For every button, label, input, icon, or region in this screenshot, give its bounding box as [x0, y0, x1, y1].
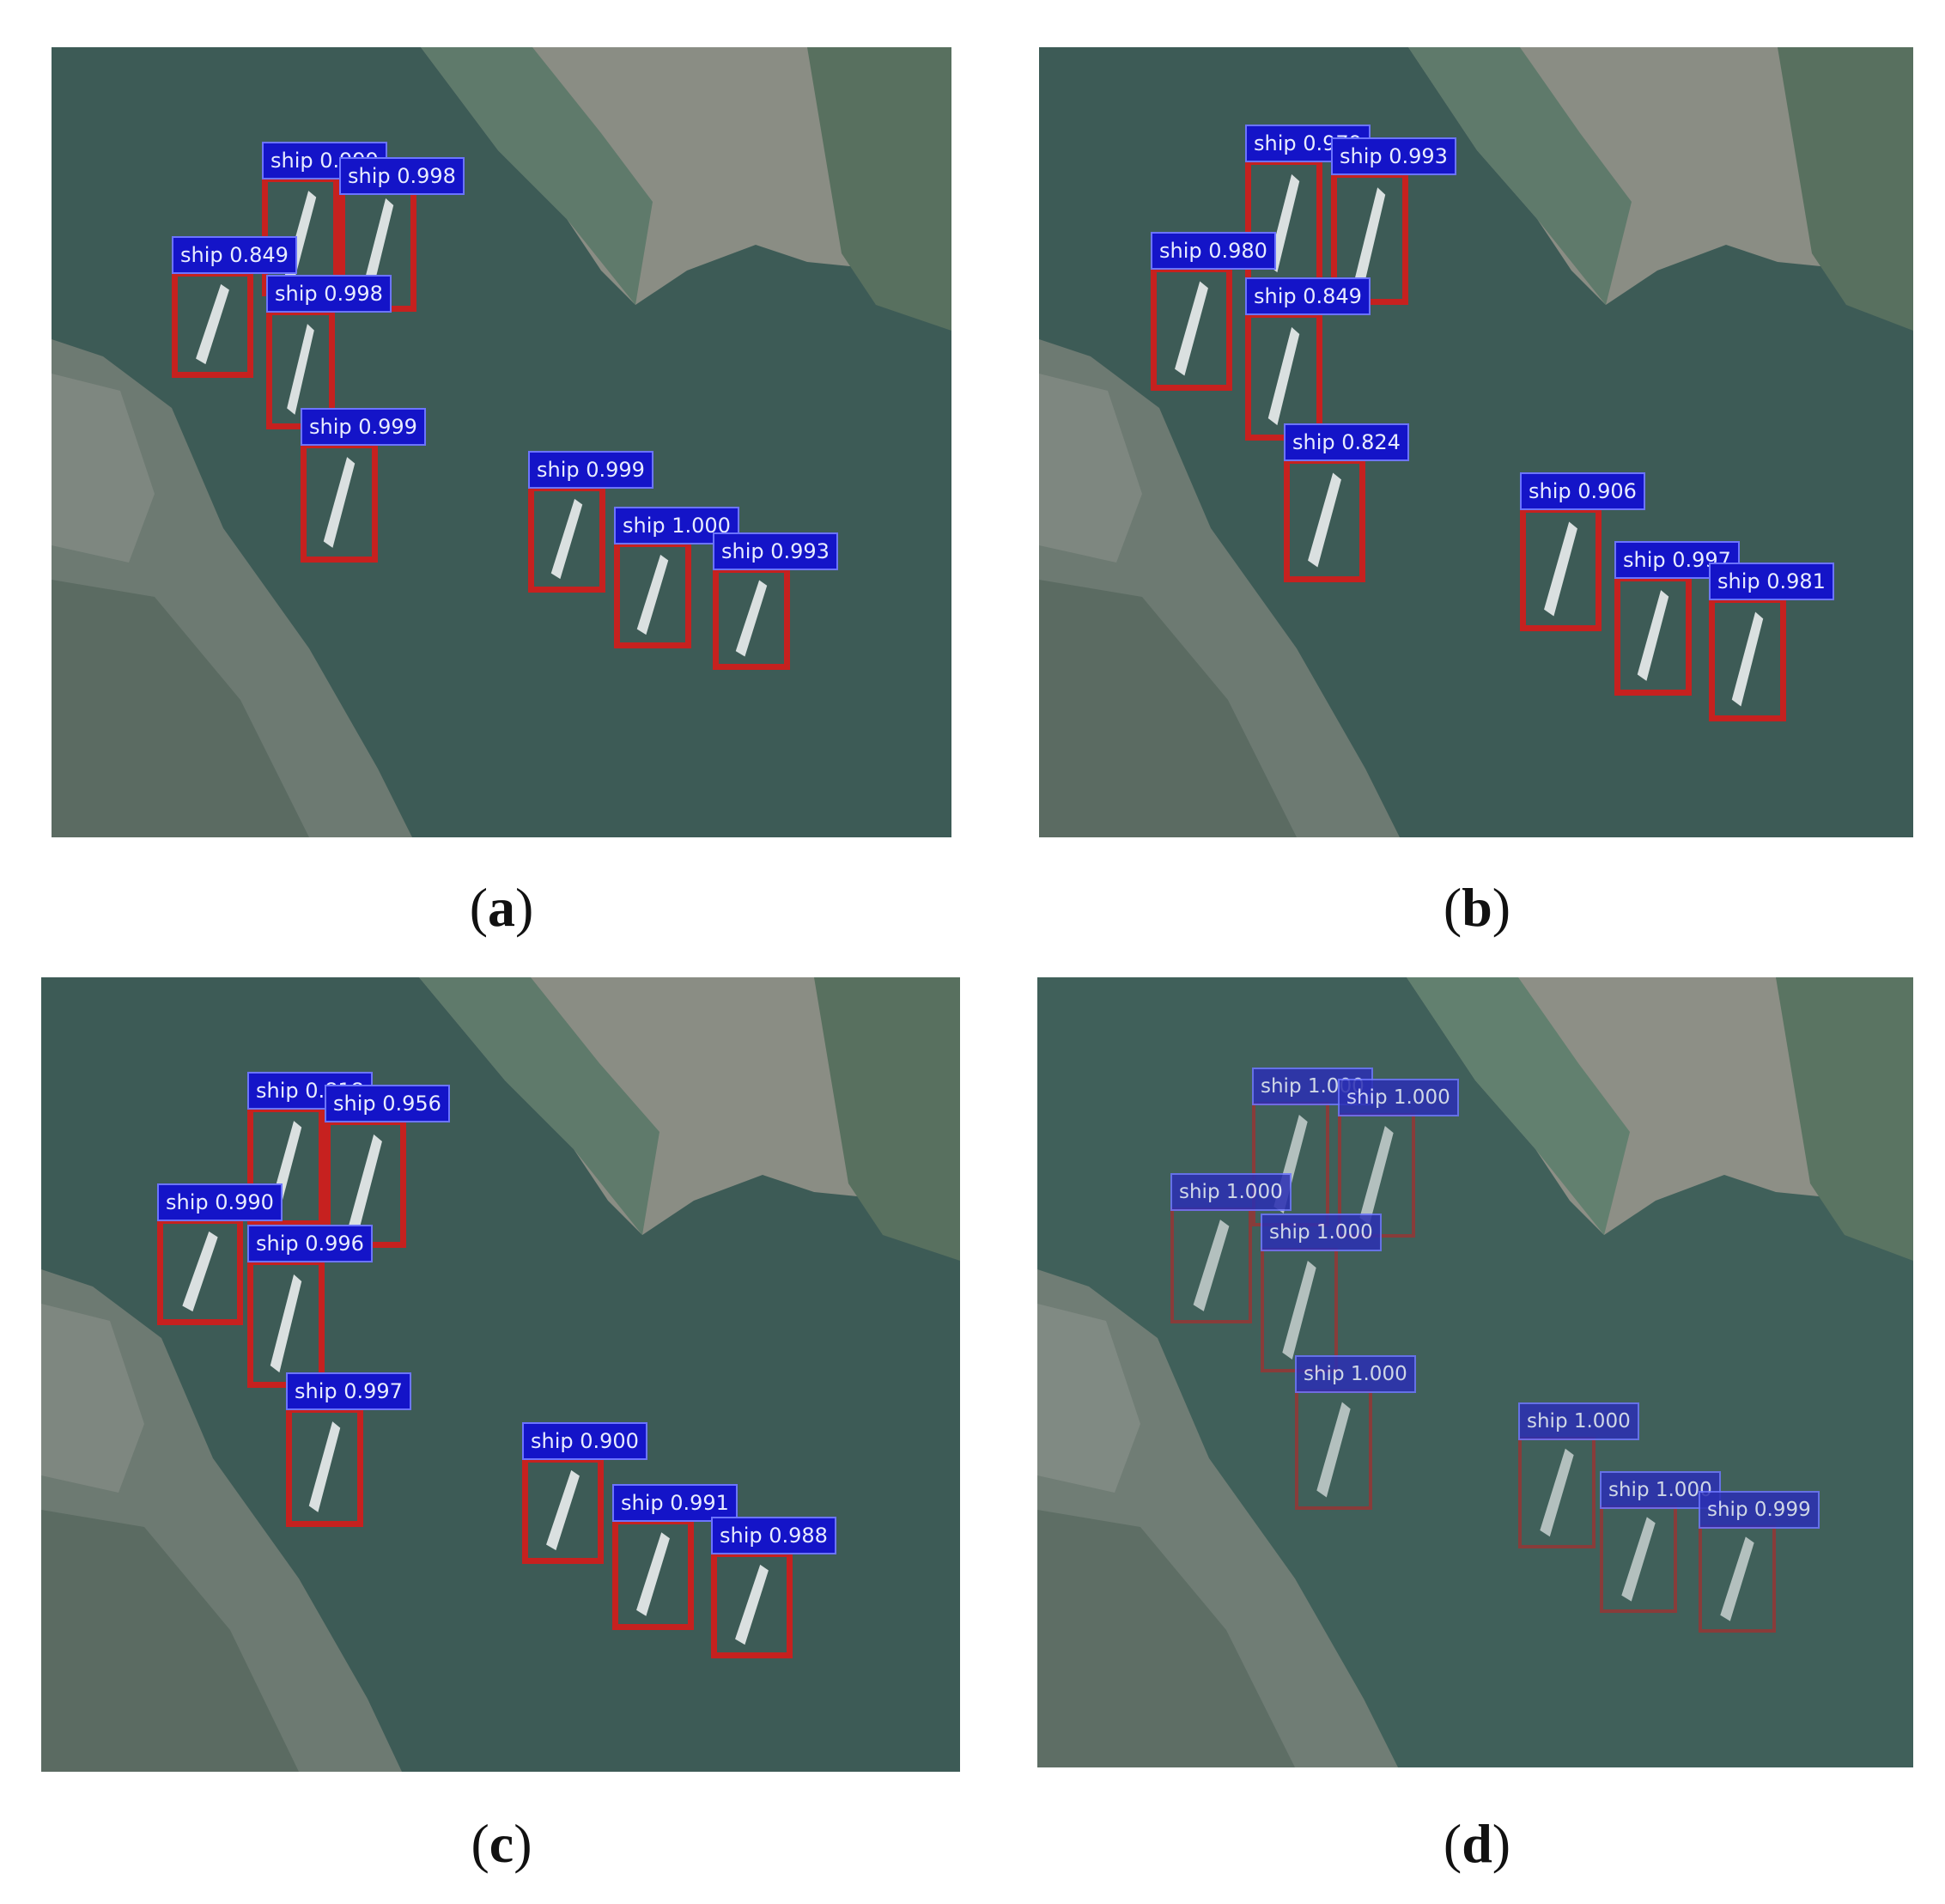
ship-silhouette — [1544, 521, 1577, 617]
caption-d: (d) — [1443, 1813, 1511, 1874]
satellite-image-panel-a: ship 0.999 ship 0.998 ship 0.849 ship 0.… — [52, 47, 951, 837]
detection-label: ship 0.990 — [157, 1183, 283, 1221]
detection-label: ship 0.999 — [528, 451, 653, 489]
ship-silhouette — [323, 457, 356, 548]
detection-label: ship 1.000 — [614, 507, 739, 544]
ship-silhouette — [1637, 590, 1669, 681]
ship-silhouette — [196, 283, 229, 365]
ship-silhouette — [362, 198, 394, 297]
ship-silhouette — [1175, 281, 1208, 376]
detection-label: ship 0.997 — [286, 1372, 411, 1410]
caption-a: (a) — [469, 877, 534, 938]
ship-silhouette — [1282, 1260, 1316, 1360]
ship-silhouette — [1731, 611, 1764, 707]
aerial-background — [41, 977, 960, 1772]
ship-silhouette — [308, 1421, 341, 1512]
detection-label: ship 0.956 — [325, 1085, 450, 1122]
detection-label: ship 1.000 — [1170, 1173, 1292, 1211]
ship-silhouette — [1316, 1402, 1351, 1498]
detection-label: ship 0.993 — [713, 532, 838, 570]
ship-silhouette — [1621, 1517, 1656, 1602]
ship-silhouette — [1353, 187, 1386, 289]
satellite-image-panel-d: ship 1.000 ship 1.000 ship 1.000 ship 1.… — [1037, 977, 1913, 1767]
detection-label: ship 0.991 — [612, 1484, 738, 1522]
detection-label: ship 1.000 — [1600, 1471, 1721, 1509]
ship-silhouette — [1308, 472, 1341, 568]
detection-label: ship 0.981 — [1709, 563, 1834, 600]
aerial-background — [1039, 47, 1913, 837]
ship-silhouette — [735, 1564, 769, 1645]
aerial-background — [52, 47, 951, 837]
detection-label: ship 1.000 — [1295, 1355, 1416, 1393]
ship-silhouette — [1267, 326, 1300, 426]
detection-label: ship 1.000 — [1338, 1079, 1459, 1116]
detection-label: ship 0.980 — [1151, 232, 1276, 270]
satellite-image-panel-b: ship 0.979 ship 0.993 ship 0.980 ship 0.… — [1039, 47, 1913, 837]
detection-label: ship 0.900 — [522, 1422, 647, 1460]
detection-label: ship 1.000 — [1261, 1214, 1382, 1251]
detection-label: ship 0.988 — [711, 1517, 836, 1554]
ship-silhouette — [349, 1134, 382, 1233]
detection-label: ship 1.000 — [1518, 1402, 1639, 1440]
detection-label: ship 0.849 — [172, 236, 297, 274]
ship-silhouette — [636, 1532, 670, 1616]
detection-label: ship 0.993 — [1331, 137, 1456, 175]
ship-silhouette — [735, 580, 768, 657]
detection-label: ship 0.849 — [1245, 277, 1371, 315]
ship-silhouette — [270, 1274, 302, 1373]
detection-label: ship 0.906 — [1520, 472, 1645, 510]
ship-silhouette — [182, 1231, 218, 1312]
detection-label: ship 0.824 — [1284, 423, 1409, 461]
ship-silhouette — [287, 324, 314, 415]
ship-silhouette — [1193, 1220, 1230, 1311]
caption-c: (c) — [471, 1813, 532, 1874]
satellite-image-panel-c: ship 0.818 ship 0.956 ship 0.990 ship 0.… — [41, 977, 960, 1772]
ship-silhouette — [546, 1469, 580, 1551]
detection-label: ship 0.998 — [339, 157, 465, 195]
detection-label: ship 0.999 — [301, 408, 426, 446]
detection-label: ship 0.999 — [1699, 1491, 1820, 1529]
ship-silhouette — [1720, 1536, 1754, 1621]
ship-silhouette — [1359, 1125, 1394, 1226]
aerial-background — [1037, 977, 1913, 1767]
detection-label: ship 0.996 — [247, 1225, 373, 1262]
ship-silhouette — [636, 554, 669, 636]
caption-b: (b) — [1443, 877, 1511, 938]
ship-silhouette — [1540, 1448, 1574, 1537]
detection-label: ship 0.998 — [266, 275, 392, 313]
ship-silhouette — [550, 498, 583, 580]
